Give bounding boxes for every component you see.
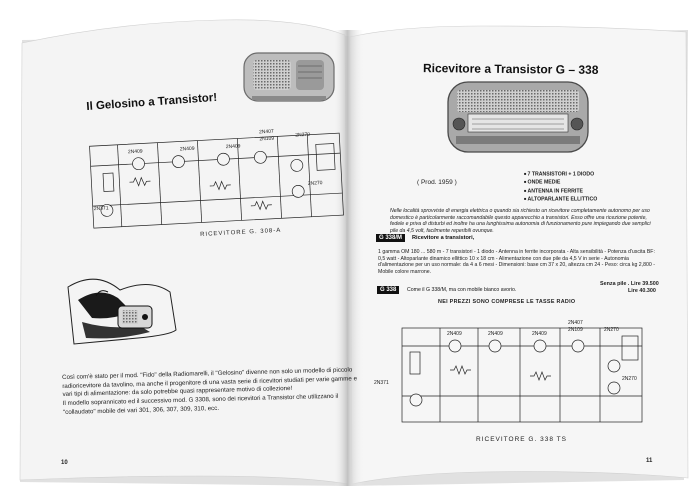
schematic-right-labels: 2N409 2N409 2N409 2N407 2N109 2N270 2N27… <box>374 320 637 386</box>
model-label: G 338/M <box>376 234 406 242</box>
feature-item: ANTENNA IN FERRITE <box>524 187 597 195</box>
transistor-label: 2N270 <box>604 327 619 333</box>
tax-note: NEI PREZZI SONO COMPRESE LE TASSE RADIO <box>438 299 576 305</box>
price-line-2: Lire 40.300 <box>628 288 656 294</box>
transistor-label: 2N371 <box>374 380 389 386</box>
specs-paragraph: 1 gamma OM 180 ... 580 m - 7 transistori… <box>378 249 655 275</box>
transistor-label: 2N109 <box>259 136 274 143</box>
feature-list: 7 TRANSISTORI + 1 DIODO ONDE MEDIE ANTEN… <box>524 170 598 204</box>
right-schematic-caption: RICEVITORE G. 338 TS <box>476 436 567 443</box>
transistor-label: 2N371 <box>94 205 109 212</box>
transistor-label: 2N409 <box>447 331 462 337</box>
transistor-label: 2N409 <box>180 146 195 153</box>
transistor-label: 2N409 <box>488 331 503 337</box>
radio-photo-left <box>243 52 335 102</box>
transistor-label: 2N409 <box>226 143 241 150</box>
right-page-title: Ricevitore a Transistor G – 338 <box>422 61 599 77</box>
feature-item: 7 TRANSISTORI + 1 DIODO <box>524 170 597 178</box>
model-label-2-text: Come il G 338/M, ma con mobile bianco av… <box>407 287 517 293</box>
model-label-text: Ricevitore a transistori, <box>412 235 475 241</box>
cartoon-illustration <box>67 278 177 345</box>
transistor-label: 2N407 <box>259 129 274 136</box>
transistor-label: 2N270 <box>622 376 637 382</box>
schematic-left <box>89 132 344 229</box>
feature-item: ALTOPARLANTE ELLITTICO <box>524 195 598 203</box>
production-note: ( Prod. 1959 ) <box>417 179 457 186</box>
transistor-label: 2N409 <box>532 331 547 337</box>
radio-photo-right <box>447 81 589 153</box>
schematic-right <box>401 327 643 423</box>
feature-item: ONDE MEDIE <box>524 178 597 186</box>
right-page <box>349 25 689 485</box>
gutter-shadow <box>334 30 364 486</box>
transistor-label: 2N407 <box>568 320 583 326</box>
price-line: Senza pile . Lire 39.500 <box>600 281 659 287</box>
transistor-label: 2N409 <box>128 148 143 155</box>
right-page-number: 11 <box>646 458 653 464</box>
transistor-label: 2N270 <box>308 180 323 187</box>
left-page-body: Così com'è stato per il mod. "Fido" dell… <box>62 366 357 418</box>
model-label-2: G 338 <box>377 286 400 294</box>
left-page-number: 10 <box>61 460 68 466</box>
transistor-label: 2N270 <box>295 132 310 139</box>
schematic-left-labels: 2N409 2N409 2N409 2N407 2N109 2N270 2N27… <box>94 129 323 213</box>
transistor-label: 2N109 <box>568 327 583 333</box>
intro-paragraph: Nelle località sprovviste di energia ele… <box>390 208 651 234</box>
